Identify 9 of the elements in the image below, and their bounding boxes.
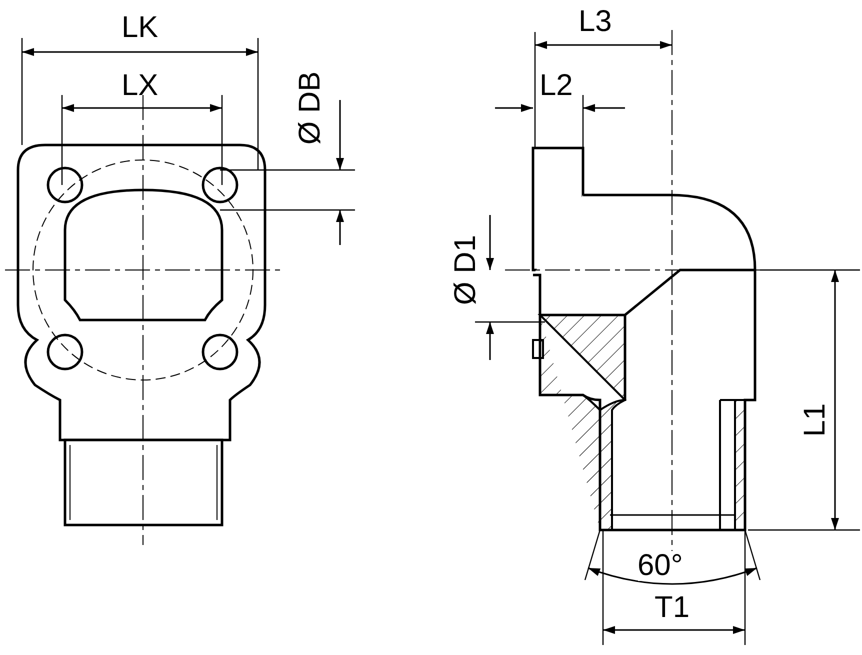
dimension-label: 60°: [638, 551, 683, 581]
dimension-label: LK: [122, 13, 158, 43]
dimension-label: Ø DB: [295, 71, 326, 145]
dimension-label: L1: [800, 403, 830, 437]
dimension-label: LX: [122, 71, 158, 101]
dimension-label: L3: [578, 7, 612, 37]
dimension-label: L2: [540, 71, 573, 101]
dimension-label: Ø D1: [451, 234, 482, 306]
dimension-label: T1: [654, 593, 690, 623]
